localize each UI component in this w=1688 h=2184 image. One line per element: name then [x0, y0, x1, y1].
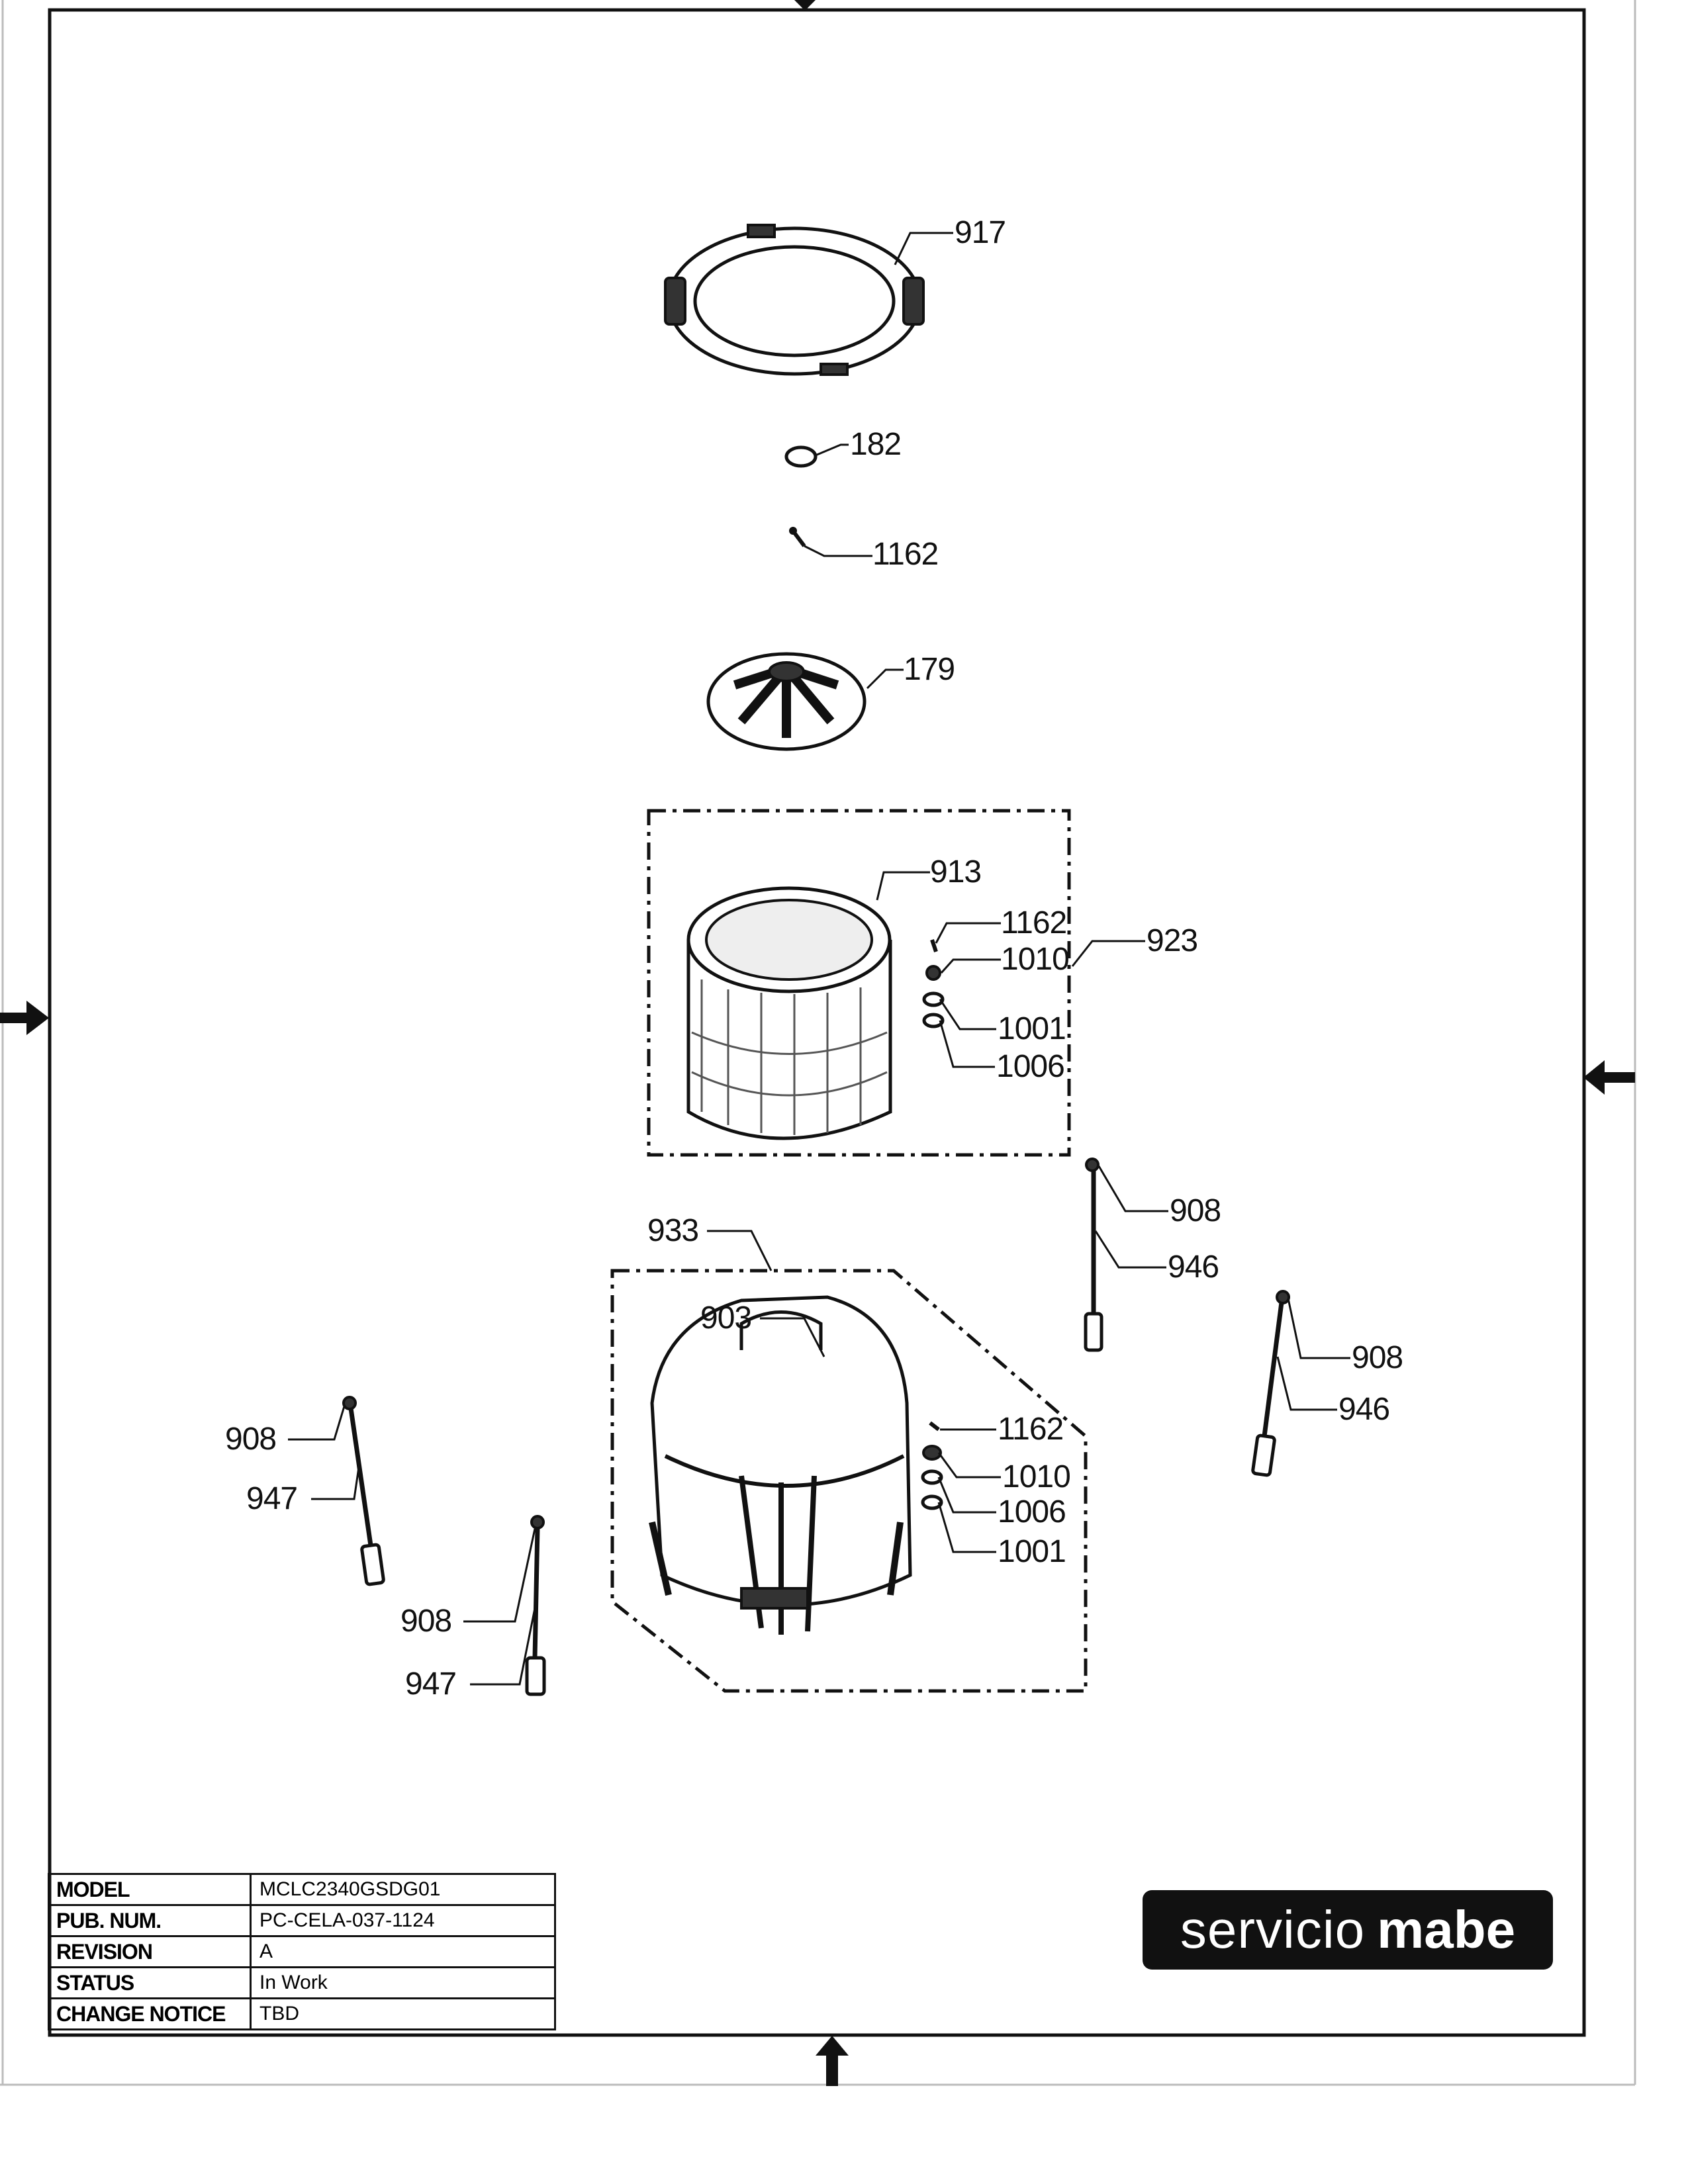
callout-908: 908	[1170, 1193, 1221, 1228]
left-arrow-icon	[0, 1001, 49, 1035]
callout-933: 933	[647, 1213, 698, 1248]
leader-lines	[288, 232, 1350, 1686]
callout-182: 182	[850, 427, 901, 462]
title-block-key: CHANGE NOTICE	[50, 1999, 252, 2028]
assembly-933-boundary	[610, 1269, 1088, 1693]
callout-946: 946	[1168, 1250, 1219, 1285]
callout-923: 923	[1147, 923, 1197, 958]
callout-913: 913	[930, 854, 981, 889]
title-block-key: PUB. NUM.	[50, 1906, 252, 1935]
title-block-row-status: STATUS In Work	[50, 1968, 554, 1999]
drawing-frame	[48, 8, 1586, 2037]
title-block-row-revision: REVISION A	[50, 1937, 554, 1968]
title-block-value: PC-CELA-037-1124	[259, 1909, 435, 1931]
callout-179: 179	[904, 652, 955, 687]
title-block-value: MCLC2340GSDG01	[259, 1878, 441, 1900]
callout-908: 908	[1352, 1340, 1403, 1375]
logo-word-servicio: servicio	[1180, 1900, 1366, 1959]
servicio-mabe-logo: servicio mabe	[1143, 1890, 1553, 1970]
hardware-group-b	[921, 1421, 943, 1510]
callout-947: 947	[405, 1666, 456, 1702]
logo-word-mabe: mabe	[1377, 1900, 1516, 1959]
callout-903: 903	[700, 1300, 751, 1336]
callout-1001: 1001	[998, 1534, 1066, 1569]
top-arrow-icon	[794, 0, 816, 11]
title-block: MODEL MCLC2340GSDG01 PUB. NUM. PC-CELA-0…	[48, 1873, 556, 2030]
callout-908: 908	[225, 1422, 276, 1457]
part-946-rod-b	[1251, 1290, 1290, 1477]
part-947-rod-a	[342, 1396, 385, 1586]
assembly-923-boundary	[647, 809, 1071, 1157]
title-block-row-change-notice: CHANGE NOTICE TBD	[50, 1999, 554, 2030]
callout-946: 946	[1338, 1392, 1389, 1427]
callout-917: 917	[955, 215, 1006, 250]
part-913-basket	[686, 886, 892, 1140]
title-block-row-pub-num: PUB. NUM. PC-CELA-037-1124	[50, 1906, 554, 1937]
callout-1001: 1001	[998, 1011, 1066, 1046]
title-block-row-model: MODEL MCLC2340GSDG01	[50, 1875, 554, 1906]
callout-1162: 1162	[998, 1412, 1063, 1447]
title-block-key: STATUS	[50, 1968, 252, 1997]
part-903-tub	[649, 1295, 912, 1635]
part-179-impeller	[706, 652, 867, 751]
bottom-arrow-icon	[816, 2036, 849, 2086]
callout-1010: 1010	[1002, 1459, 1070, 1494]
callout-1162: 1162	[1001, 905, 1066, 940]
callout-908: 908	[400, 1604, 451, 1639]
part-917-ring	[664, 224, 925, 376]
callout-1010: 1010	[1001, 942, 1069, 977]
part-946-rod-a	[1084, 1158, 1103, 1352]
part-182-clip	[784, 445, 818, 468]
part-1162-screw	[789, 527, 806, 547]
part-947-rod-b	[525, 1515, 546, 1696]
title-block-key: REVISION	[50, 1937, 252, 1966]
title-block-value: TBD	[259, 2003, 299, 2025]
title-block-key: MODEL	[50, 1875, 252, 1904]
callout-1006: 1006	[996, 1049, 1064, 1084]
title-block-value: A	[259, 1940, 273, 1962]
callout-947: 947	[246, 1481, 297, 1516]
callout-1006: 1006	[998, 1494, 1066, 1529]
right-arrow-icon	[1583, 1060, 1635, 1095]
callout-1162: 1162	[872, 537, 938, 572]
title-block-value: In Work	[259, 1972, 328, 1993]
hardware-group-a	[922, 939, 945, 1028]
